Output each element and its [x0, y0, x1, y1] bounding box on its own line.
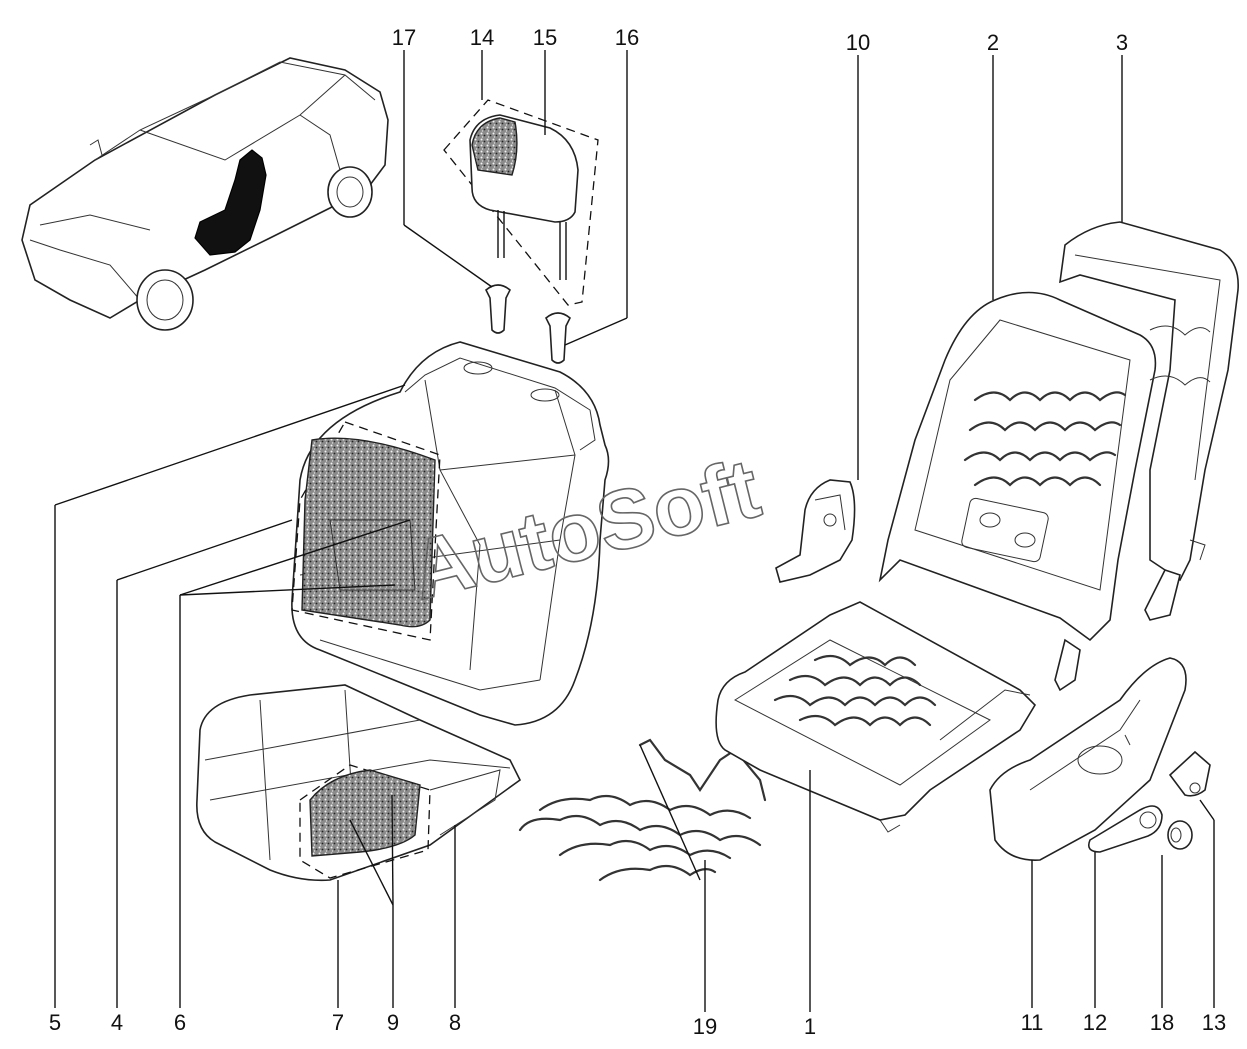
callout-9: 9: [387, 1010, 399, 1035]
headrest-guide-sleeve-right: [545, 312, 571, 364]
callout-7: 7: [332, 1010, 344, 1035]
callout-16: 16: [615, 25, 639, 50]
callout-18: 18: [1150, 1010, 1174, 1035]
callout-14: 14: [470, 25, 494, 50]
adjust-lever: [1087, 805, 1163, 853]
highlighted-seat-in-car: [194, 149, 267, 256]
seat-cushion: [196, 684, 522, 882]
callout-19: 19: [693, 1014, 717, 1039]
callout-5: 5: [49, 1010, 61, 1035]
adjust-knob: [1167, 820, 1193, 850]
seat-back-outer-frame: [1059, 221, 1239, 621]
seat-back-cushion: [291, 341, 610, 726]
leader-lines: [54, 50, 1215, 1012]
callout-6: 6: [174, 1010, 186, 1035]
callout-12: 12: [1083, 1010, 1107, 1035]
callout-13: 13: [1202, 1010, 1226, 1035]
seat-back-frame: [878, 291, 1157, 692]
seat-side-trim: [989, 657, 1187, 861]
callout-numbers: 17 14 15 16 10 2 3 5 4 6 7 9 8 19 1 11 1…: [49, 25, 1226, 1039]
headrest-assembly: [443, 99, 599, 306]
callout-4: 4: [111, 1010, 123, 1035]
callout-1: 1: [804, 1014, 816, 1039]
car-illustration: [21, 57, 389, 331]
callout-3: 3: [1116, 30, 1128, 55]
callout-10: 10: [846, 30, 870, 55]
callout-11: 11: [1021, 1010, 1044, 1035]
headrest-guide-sleeve-left: [485, 284, 511, 334]
callout-17: 17: [392, 25, 416, 50]
seat-cushion-frame: [715, 601, 1037, 833]
recliner-bracket: [775, 479, 856, 583]
small-cover: [1168, 750, 1211, 797]
callout-15: 15: [533, 25, 557, 50]
seat-cushion-springs: [518, 738, 767, 882]
callout-8: 8: [449, 1010, 461, 1035]
callout-2: 2: [987, 30, 999, 55]
